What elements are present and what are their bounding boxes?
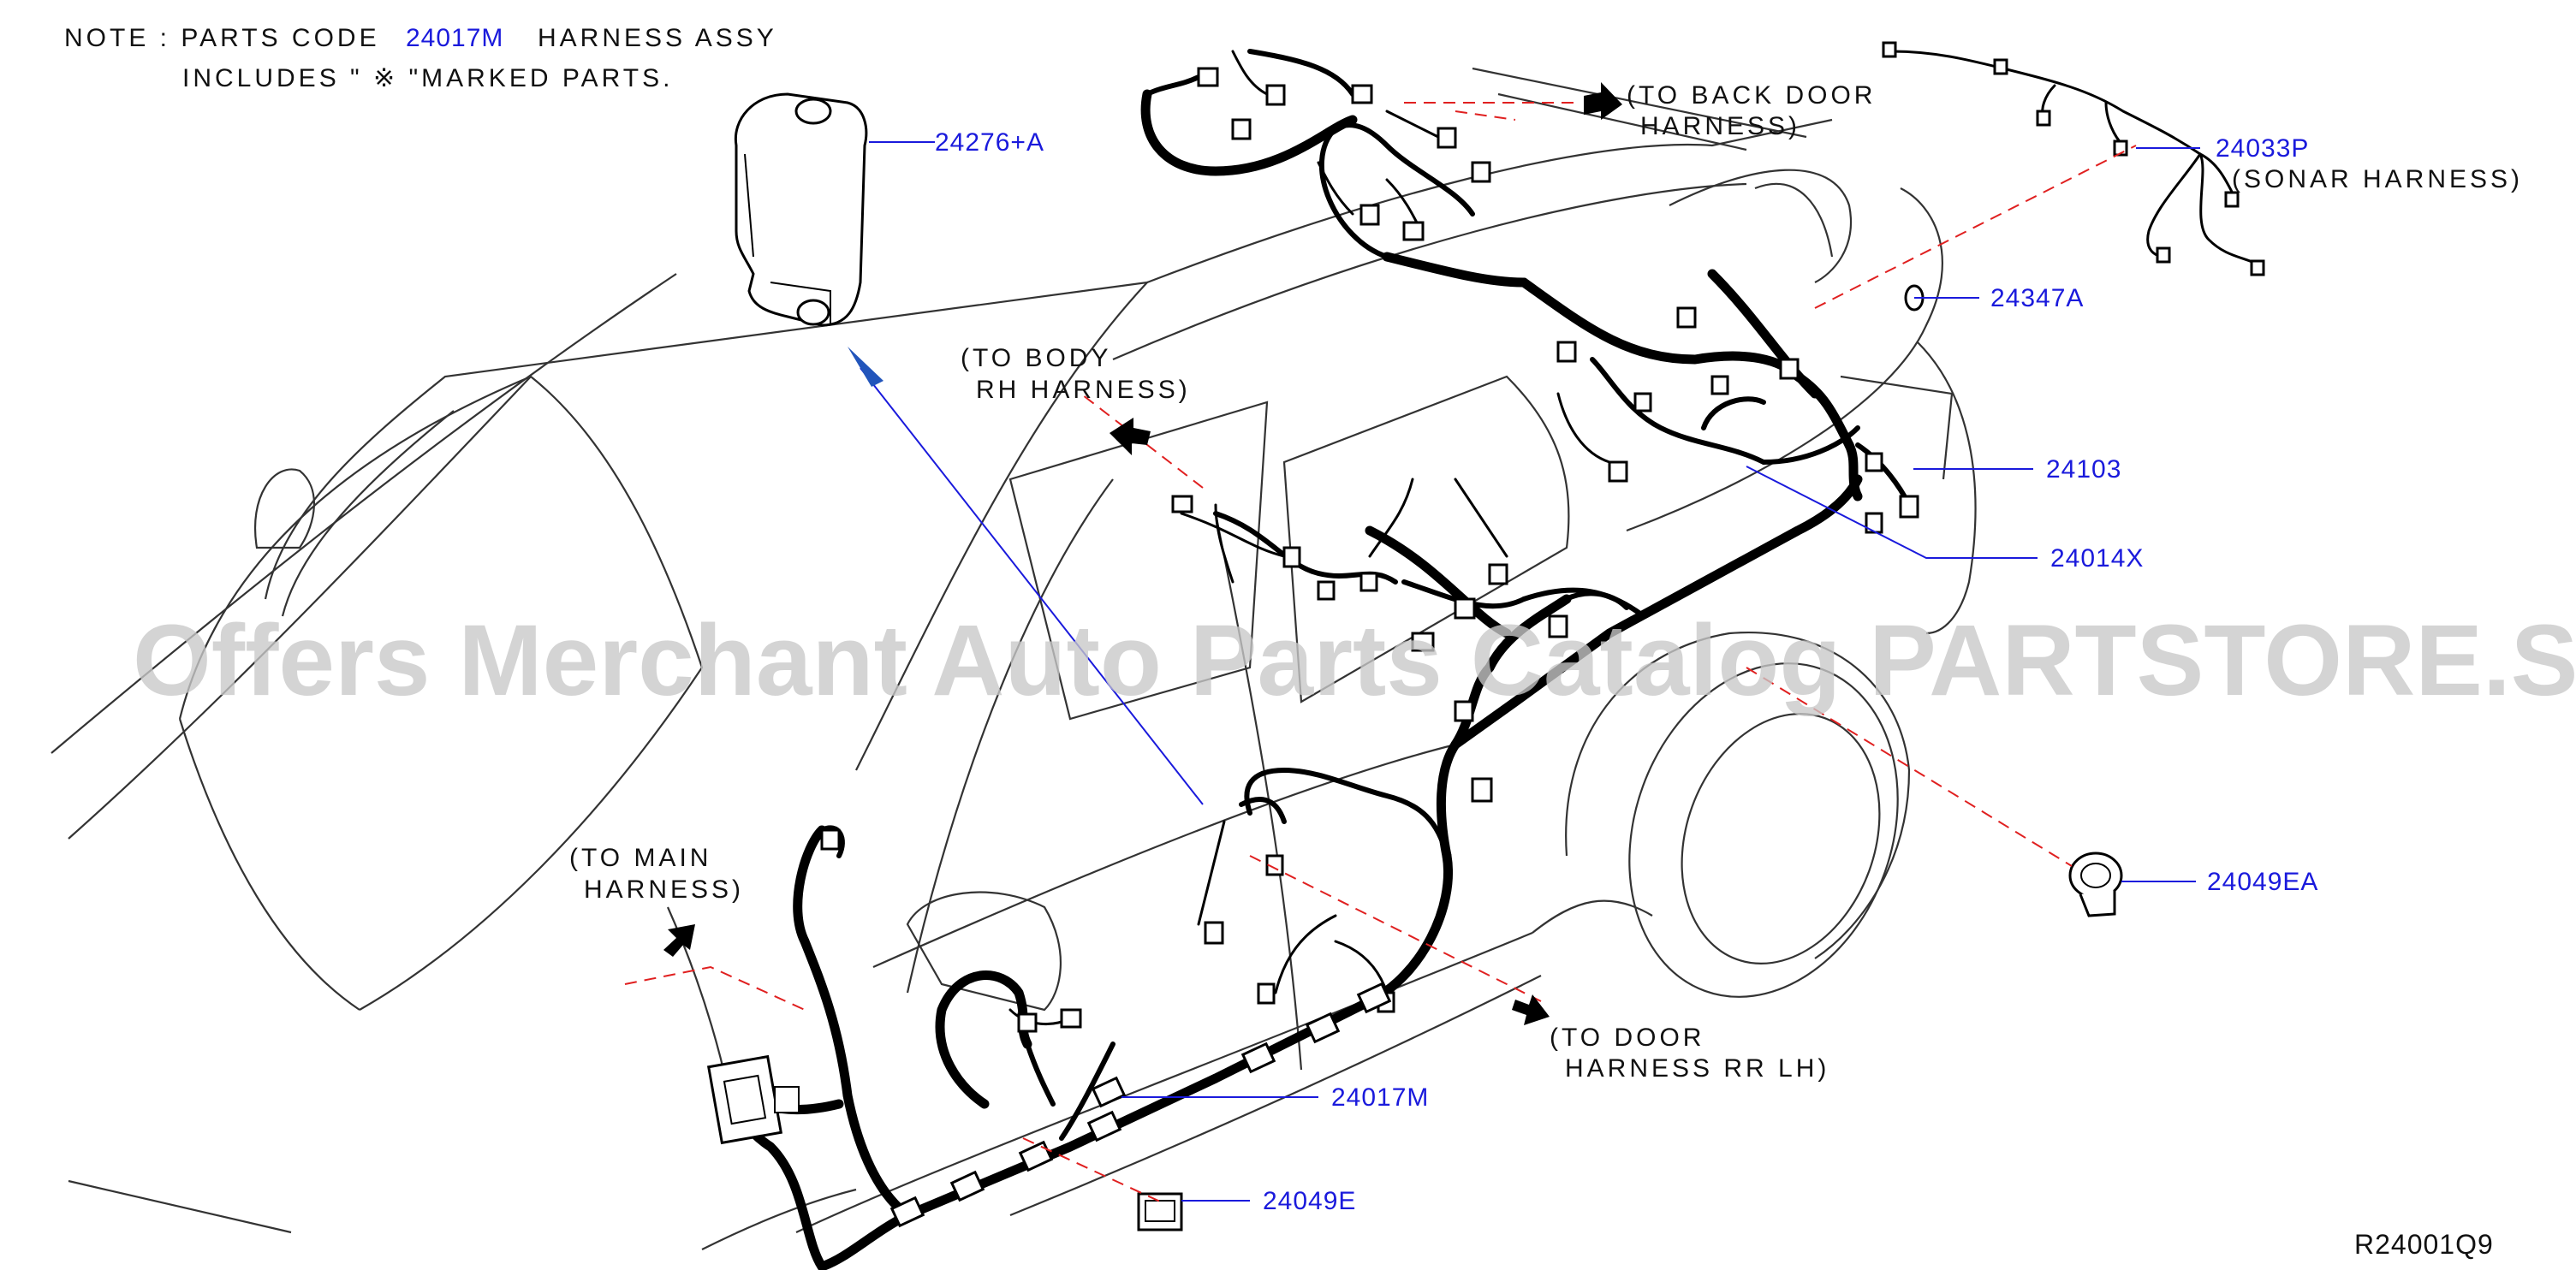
part-24033P-sonar-harness[interactable] [1882, 41, 2265, 276]
svg-text:NOTE : PARTS CODE: NOTE : PARTS CODE [64, 24, 380, 52]
connectors [820, 67, 1919, 1033]
sonar-harness-label: (SONAR HARNESS) [2232, 165, 2523, 193]
arrow-to-body-rh [1110, 418, 1151, 455]
arrow-to-back-door [1584, 82, 1622, 120]
dest-body-rh-line1: (TO BODY [961, 344, 1111, 372]
dest-back-door-line2: HARNESS) [1640, 112, 1800, 140]
part-leader-lines [848, 141, 2200, 1202]
vehicle-body-outline [51, 67, 1977, 1250]
dest-body-rh-line2: RH HARNESS) [976, 376, 1191, 404]
dest-door-rr-lh-line1: (TO DOOR [1550, 1024, 1704, 1052]
harness-clips [889, 982, 1392, 1228]
note-suffix: HARNESS ASSY [538, 24, 777, 52]
leader-arrowhead-24276A [848, 347, 883, 387]
note-line-2: INCLUDES " ※ "MARKED PARTS. [182, 64, 673, 92]
part-24049E-clip[interactable] [1137, 1192, 1183, 1231]
destination-arrows [663, 82, 1622, 1025]
part-number-24049EA[interactable]: 24049EA [2207, 868, 2318, 896]
arrow-to-main [663, 924, 695, 957]
dest-door-rr-lh-line2: HARNESS RR LH) [1565, 1054, 1829, 1083]
part-number-24033P[interactable]: 24033P [2216, 134, 2309, 163]
part-number-24103[interactable]: 24103 [2046, 455, 2121, 484]
dashed-callout-lines [624, 102, 2137, 1202]
part-number-24014X[interactable]: 24014X [2050, 544, 2144, 573]
part-number-24347A[interactable]: 24347A [1990, 284, 2084, 312]
part-24049EA-grommet[interactable] [2068, 852, 2123, 917]
part-number-24017M[interactable]: 24017M [1331, 1083, 1429, 1112]
main-harness-connector-block [706, 1054, 800, 1145]
dest-back-door-line1: (TO BACK DOOR [1627, 81, 1876, 110]
dest-main-line2: HARNESS) [584, 875, 744, 904]
diagram-reference-code: R24001Q9 [2354, 1229, 2494, 1260]
part-number-24049E[interactable]: 24049E [1263, 1187, 1356, 1215]
dest-main-line1: (TO MAIN [569, 844, 711, 872]
part-24276A-bracket[interactable] [734, 92, 868, 327]
watermark: Offers Merchant Auto Parts Catalog PARTS… [133, 604, 2576, 717]
arrow-to-door-rr-lh [1512, 994, 1550, 1025]
note-code-24017M[interactable]: 24017M [406, 24, 503, 52]
note-prefix: NOTE : PARTS CODE [64, 24, 380, 52]
part-number-24276A[interactable]: 24276+A [935, 128, 1044, 157]
